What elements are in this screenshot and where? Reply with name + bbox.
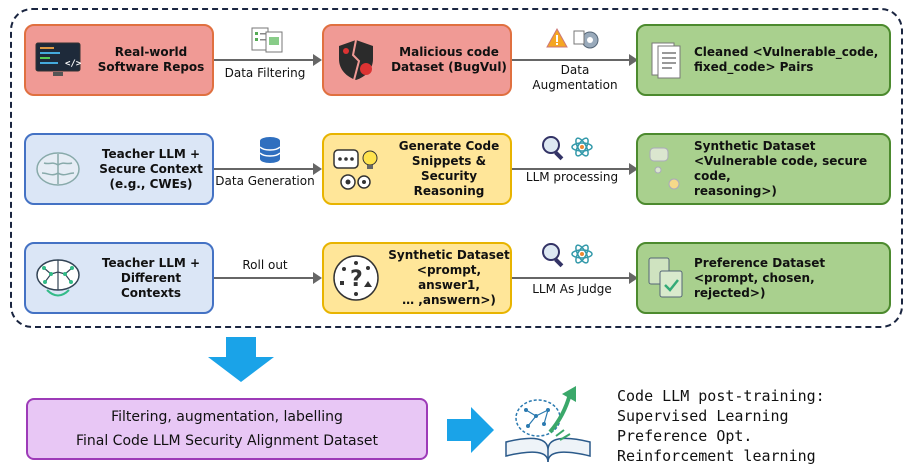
arrow-head xyxy=(629,163,638,175)
output-label: Cleaned <Vulnerable_code, fixed_code> Pa… xyxy=(694,45,879,74)
brain-network-icon xyxy=(26,255,90,301)
middle-label: Generate Code Snippets & Security Reason… xyxy=(398,139,500,198)
middle-box-rollout-dataset: ? Synthetic Dataset <prompt, answer1, … … xyxy=(322,242,512,314)
broken-shield-icon xyxy=(324,37,388,83)
step-label: Roll out xyxy=(242,258,288,272)
source-box-teacher-secure: Teacher LLM + Secure Context (e.g., CWEs… xyxy=(24,133,214,205)
arrow xyxy=(512,168,632,170)
arrow-head xyxy=(629,272,638,284)
output-label: Preference Dataset <prompt, chosen, reje… xyxy=(694,255,826,300)
book-brain-icon xyxy=(505,386,591,463)
source-label: Real-world Software Repos xyxy=(97,45,205,74)
output-box-synthetic: Synthetic Dataset <Vulnerable code, secu… xyxy=(636,133,891,205)
final-line-2: Final Code LLM Security Alignment Datase… xyxy=(75,433,379,449)
source-box-repos: </> Real-world Software Repos xyxy=(24,24,214,96)
step-label: Data Filtering xyxy=(224,66,306,80)
down-arrow xyxy=(208,337,274,382)
arrow-head xyxy=(313,54,322,66)
magnifier-atom-icon xyxy=(540,241,594,275)
step-label: Data Generation xyxy=(215,174,315,188)
arrow xyxy=(214,59,316,61)
step-label: LLM processing xyxy=(525,170,619,184)
post-training-text: Code LLM post-training: Supervised Learn… xyxy=(617,387,825,465)
step-label: LLM As Judge xyxy=(532,282,612,296)
arrow xyxy=(214,277,316,279)
right-arrow xyxy=(447,407,494,453)
magnifier-atom-icon xyxy=(540,134,594,168)
faded-chat-icon xyxy=(638,146,694,192)
output-label: Synthetic Dataset <Vulnerable code, secu… xyxy=(694,139,868,198)
middle-box-bugvul: Malicious code Dataset (BugVul) xyxy=(322,24,512,96)
middle-label: Synthetic Dataset <prompt, answer1, … ,a… xyxy=(388,248,510,307)
svg-text:</>: </> xyxy=(65,59,81,69)
arrow-head xyxy=(313,163,322,175)
arrow xyxy=(512,59,632,61)
source-label: Teacher LLM + Different Contexts xyxy=(101,255,201,300)
brain-icon xyxy=(26,149,90,189)
output-box-preference: Preference Dataset <prompt, chosen, reje… xyxy=(636,242,891,314)
pipeline-frame xyxy=(10,8,903,328)
middle-label: Malicious code Dataset (BugVul) xyxy=(391,45,507,74)
step-label: Data Augmentation xyxy=(532,63,618,92)
code-monitor-icon: </> xyxy=(26,42,90,78)
source-box-teacher-contexts: Teacher LLM + Different Contexts xyxy=(24,242,214,314)
question-network-icon: ? xyxy=(324,253,388,303)
documents-icon xyxy=(250,26,284,58)
arrow xyxy=(214,168,316,170)
final-dataset-box: Filtering, augmentation, labelling Final… xyxy=(26,398,428,460)
middle-box-generate: Generate Code Snippets & Security Reason… xyxy=(322,133,512,205)
final-line-1: Filtering, augmentation, labelling xyxy=(111,409,343,425)
svg-text:?: ? xyxy=(350,267,363,292)
source-label: Teacher LLM + Secure Context (e.g., CWEs… xyxy=(99,146,203,191)
warning-gear-icon xyxy=(546,26,604,58)
document-icon xyxy=(638,40,694,80)
documents-check-icon xyxy=(638,255,694,301)
arrow xyxy=(512,277,632,279)
output-box-cleaned-pairs: Cleaned <Vulnerable_code, fixed_code> Pa… xyxy=(636,24,891,96)
database-icon xyxy=(258,136,282,168)
arrow-head xyxy=(313,272,322,284)
chat-gears-icon xyxy=(324,146,388,192)
arrow-head xyxy=(629,54,638,66)
